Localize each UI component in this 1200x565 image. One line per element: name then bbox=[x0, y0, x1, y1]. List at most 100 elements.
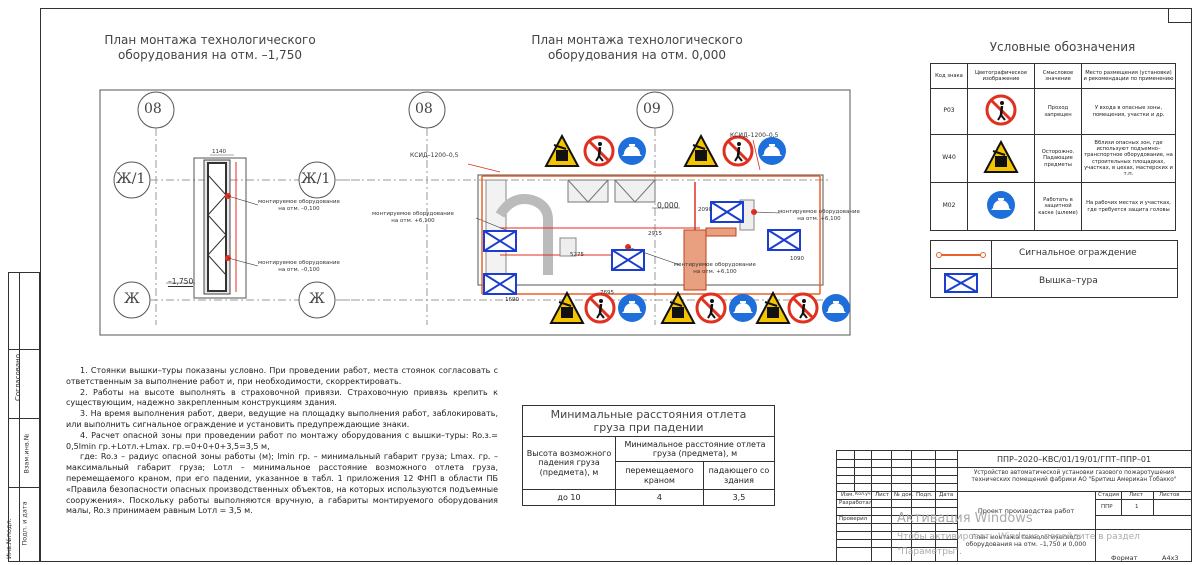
dim-1140: 1140 bbox=[212, 149, 226, 155]
min-table-title: Минимальные расстояния отлета груза при … bbox=[522, 405, 775, 436]
ksid-label-2: КСИД–1200–0,5 bbox=[730, 132, 779, 139]
legend-row-place: На рабочих местах и участках, где требуе… bbox=[1081, 182, 1176, 231]
stamp-developed: Разработал bbox=[839, 500, 873, 506]
stamp-format-label: Формат bbox=[1111, 554, 1138, 562]
dim-1690: 1690 bbox=[505, 297, 519, 303]
legend-header-place: Место размещения (установки) и рекоменда… bbox=[1081, 63, 1176, 89]
stamp-col-sign: Подп. bbox=[916, 492, 933, 498]
dim-5275: 5275 bbox=[570, 252, 584, 258]
mount-label-4: монтируемое оборудование на отм. +6,100 bbox=[674, 262, 756, 275]
min-table: Высота возможного падения груза (предмет… bbox=[522, 435, 776, 506]
min-table-crane-value: 4 bbox=[615, 489, 704, 506]
stamp-col-izm: Изм. bbox=[841, 492, 854, 498]
min-table-title-line1: Минимальные расстояния отлета bbox=[550, 408, 747, 421]
legend-tower-label: Вышка–тура bbox=[1039, 276, 1098, 286]
stamp-object: Устройство автоматической установки газо… bbox=[971, 470, 1177, 483]
axis-zh1-left: Ж/1 bbox=[116, 171, 146, 187]
stamp-stage-header: Стадия bbox=[1098, 492, 1120, 498]
axis-08: 08 bbox=[415, 101, 433, 117]
side-stamp-sign-date: Подп. и дата bbox=[20, 501, 29, 546]
min-table-building-header: падающего со здания bbox=[702, 461, 776, 490]
mount-label-1-line2: на отм. –0,100 bbox=[278, 205, 320, 212]
legend-row-meaning: Работать в защитной каске (шлеме) bbox=[1034, 182, 1082, 231]
stamp-stage: ППР bbox=[1101, 504, 1113, 510]
plan-right-title: План монтажа технологического оборудован… bbox=[522, 33, 752, 63]
notes-block: 1. Стоянки вышки–туры показаны условно. … bbox=[66, 366, 498, 517]
mount-label-3-line2: на отм. +6,100 bbox=[391, 217, 435, 224]
legend-row-meaning: Проход запрещен bbox=[1034, 88, 1082, 135]
legend-row-place: Вблизи опасных зон, где используют подъе… bbox=[1081, 134, 1176, 183]
stamp-col-date: Дата bbox=[939, 492, 954, 498]
mount-label-1-line1: монтируемое оборудование bbox=[258, 199, 340, 205]
stamp-project: Проект производства работ bbox=[977, 507, 1075, 515]
dim-2090: 2090 bbox=[698, 207, 712, 213]
stamp-drawing: План монтажа технологического оборудован… bbox=[965, 534, 1087, 548]
note-4: 4. Расчет опасной зоны при проведении ра… bbox=[66, 430, 498, 451]
legend-row-icon bbox=[967, 182, 1035, 231]
note-1: 1. Стоянки вышки–туры показаны условно. … bbox=[66, 366, 498, 386]
sheet-frame bbox=[40, 8, 1192, 562]
legend-header-code: Код знака bbox=[930, 63, 968, 89]
level-zero: 0,000 bbox=[657, 201, 679, 210]
min-table-title-line2: груза при падении bbox=[593, 421, 704, 434]
falling-objects-icon bbox=[983, 140, 1019, 174]
legend-table: Код знака Цветографическое изображение С… bbox=[930, 63, 1176, 231]
axis-zh1: Ж/1 bbox=[301, 171, 331, 187]
side-stamp-agreed: Согласовано bbox=[14, 353, 23, 402]
min-table-height-value: до 10 bbox=[522, 489, 616, 506]
mount-label-4-line2: на отм. +6,100 bbox=[693, 268, 737, 275]
stamp-sheet-header: Лист bbox=[1129, 492, 1143, 498]
plan-left-title: План монтажа технологического оборудован… bbox=[100, 33, 320, 63]
legend-row-code: P03 bbox=[930, 88, 968, 135]
title-block: Изм. Кол.уч Лист № док. Подп. Дата Разра… bbox=[836, 450, 1192, 562]
min-table-building-value: 3,5 bbox=[702, 489, 776, 506]
min-distance-block: Минимальные расстояния отлета груза при … bbox=[522, 405, 776, 506]
mount-label-4-line1: монтируемое оборудование bbox=[674, 262, 756, 268]
legend-row-code: W40 bbox=[930, 134, 968, 183]
tower-icon bbox=[944, 273, 978, 293]
axis-08-left: 08 bbox=[144, 101, 162, 117]
dim-2915: 2915 bbox=[648, 231, 662, 237]
dim-7695: 7695 bbox=[600, 290, 614, 296]
stamp-checked: Проверил bbox=[839, 516, 868, 522]
signal-fence-icon bbox=[936, 252, 986, 258]
mount-label-5: монтируемое оборудование на отм. +6,100 bbox=[778, 209, 860, 222]
stamp-code: ППР–2020–КВС/01/19/01/ГПТ–ППР–01 bbox=[996, 455, 1152, 464]
min-table-height-header: Высота возможного падения груза (предмет… bbox=[522, 436, 616, 490]
plan-right-title-line2: оборудования на отм. 0,000 bbox=[548, 48, 726, 62]
legend-fence-box: Сигнальное ограждение Вышка–тура bbox=[930, 240, 1178, 298]
mount-label-1: монтируемое оборудование на отм. –0,100 bbox=[258, 199, 340, 212]
legend-fence-label: Сигнальное ограждение bbox=[1019, 248, 1137, 258]
stamp-format: A4x3 bbox=[1162, 554, 1179, 562]
legend-row-meaning: Осторожно. Падающие предметы bbox=[1034, 134, 1082, 183]
watermark-title: Активация Windows bbox=[897, 511, 1033, 526]
legend-row-icon bbox=[967, 88, 1035, 135]
side-stamp: Согласовано Взам.инв.№ Подп. и дата Инв.… bbox=[5, 272, 40, 562]
legend-header-image: Цветографическое изображение bbox=[967, 63, 1035, 89]
mount-label-2: монтируемое оборудование на отм. –0,100 bbox=[258, 260, 340, 273]
mount-label-2-line2: на отм. –0,100 bbox=[278, 266, 320, 273]
plan-right-title-line1: План монтажа технологического bbox=[531, 33, 743, 47]
mount-label-5-line1: монтируемое оборудование bbox=[778, 209, 860, 215]
min-table-group-header: Минимальное расстояние отлета груза (пре… bbox=[615, 435, 775, 463]
plan-drawing bbox=[99, 89, 851, 336]
axis-09: 09 bbox=[643, 101, 661, 117]
legend-row-place: У входа в опасные зоны, помещения, участ… bbox=[1081, 88, 1176, 135]
watermark-text2: "Параметры". bbox=[897, 547, 963, 557]
mount-label-5-line2: на отм. +6,100 bbox=[797, 215, 841, 222]
helmet-icon bbox=[987, 191, 1015, 220]
stamp-col-list: Лист bbox=[875, 492, 889, 498]
stamp-sheets-header: Листов bbox=[1159, 492, 1180, 498]
legend-title: Условные обозначения bbox=[989, 40, 1136, 54]
level-neg: –1,750 bbox=[168, 277, 194, 287]
watermark-text: Чтобы активировать Windows, перейдите в … bbox=[897, 532, 1140, 542]
axis-zh: Ж bbox=[309, 291, 325, 307]
side-stamp-replace: Взам.инв.№ bbox=[22, 433, 31, 474]
note-3: 3. На время выполнения работ, двери, вед… bbox=[66, 409, 498, 429]
stamp-sheet: 1 bbox=[1135, 504, 1139, 510]
legend-row-icon bbox=[967, 134, 1035, 183]
legend-header-meaning: Смысловое значение bbox=[1034, 63, 1082, 89]
note-5: где: Ro.з – радиус опасной зоны работы (… bbox=[66, 452, 498, 516]
plan-left-title-line1: План монтажа технологического bbox=[104, 33, 316, 47]
mount-label-3: монтируемое оборудование на отм. +6,100 bbox=[372, 211, 454, 224]
